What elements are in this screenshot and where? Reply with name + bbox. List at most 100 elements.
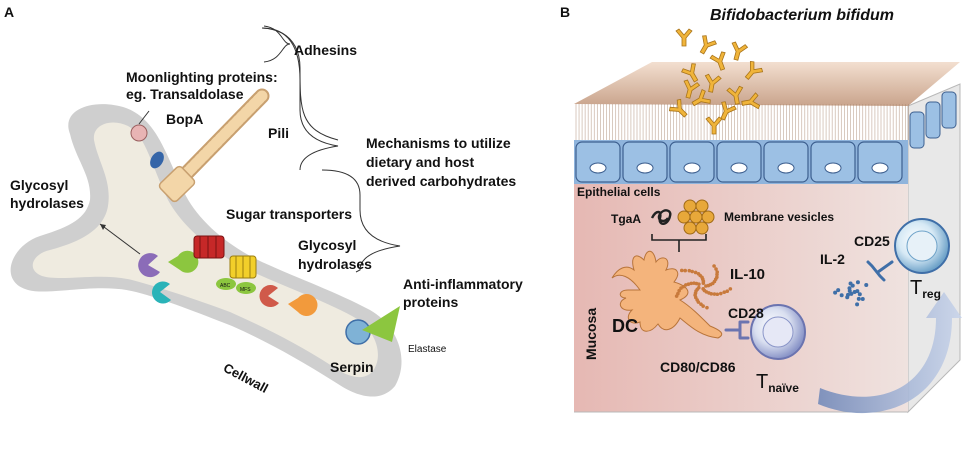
epithelial-cell	[909, 111, 925, 149]
epithelial-cell	[575, 141, 621, 183]
dendritic-cell	[611, 250, 723, 339]
bacterium-body	[681, 63, 699, 83]
panel-b-title: Bifidobacterium bifidum	[710, 7, 894, 24]
bacterium	[681, 63, 699, 83]
il10-molecule	[700, 275, 704, 280]
serpin-protein	[345, 319, 371, 345]
bacterium	[741, 92, 761, 110]
il10-label: IL-10	[730, 266, 765, 283]
bacterium-body	[726, 85, 744, 105]
membrane-vesicles-label: Membrane vesicles	[724, 210, 834, 224]
il10-molecule	[696, 271, 701, 276]
moonlighting-arrow	[138, 110, 150, 125]
il10-molecule	[710, 281, 715, 286]
il10-molecule	[693, 270, 698, 275]
cell-nucleus	[636, 162, 654, 174]
il10-molecule	[706, 283, 711, 288]
mechanisms-brace	[321, 169, 401, 273]
il10-molecule	[697, 282, 701, 286]
il10-molecule	[715, 275, 719, 280]
tgaa-label: TgaA	[611, 212, 641, 226]
sugar-transporters: ABC MFS	[193, 235, 257, 294]
mucus-top-face	[574, 62, 960, 106]
glycosyl-right-label-2: hydrolases	[298, 256, 372, 272]
epithelial-cell	[716, 141, 762, 183]
glycosyl-hydrolases-left	[138, 250, 199, 304]
bacterium	[704, 73, 722, 93]
bacterium-body	[668, 98, 688, 118]
il10-molecule	[709, 292, 714, 296]
panel-b: B Bifidobacterium bifidum	[560, 4, 962, 414]
il10-molecule	[718, 291, 723, 296]
adhesins-label: Adhesins	[294, 42, 357, 58]
il2-molecule	[857, 292, 862, 297]
il10-molecule	[689, 281, 694, 286]
il2-molecule	[855, 289, 860, 294]
microvilli	[575, 104, 909, 140]
bacterium-body	[731, 41, 749, 61]
bacterium	[705, 116, 723, 135]
bacterium	[709, 51, 726, 71]
elastase-label: Elastase	[408, 344, 447, 355]
cell-nucleus	[777, 162, 795, 174]
mucosa-label: Mucosa	[583, 308, 599, 360]
cell-nucleus	[683, 162, 701, 174]
il2-molecule	[855, 280, 860, 285]
il10-molecule	[702, 288, 707, 293]
il10-molecule	[693, 293, 697, 297]
il10-dots	[674, 264, 733, 310]
il2-dots	[833, 280, 869, 307]
cd28-cd80-receptor	[724, 320, 750, 340]
epithelial-cell	[622, 141, 668, 183]
bacterium	[675, 28, 693, 47]
bopa-label: BopA	[166, 111, 203, 127]
glycosyl-left-arrow	[99, 223, 141, 255]
il10-molecule	[674, 294, 679, 298]
bacterium-body	[675, 28, 693, 47]
il10-molecule	[714, 267, 718, 271]
glycosyl-left-label-2: hydrolases	[10, 195, 84, 211]
il10-molecule	[712, 292, 717, 296]
abc-label: ABC	[220, 283, 231, 289]
tgaa-shape	[650, 209, 672, 225]
epithelial-cell	[810, 141, 856, 183]
il10-molecule	[679, 268, 684, 273]
bacterium-body	[741, 92, 761, 110]
bacterium	[683, 79, 701, 99]
il10-molecule	[697, 285, 701, 290]
epithelial-cells	[575, 91, 957, 183]
tnaive-label: Tnaïve	[756, 371, 799, 395]
bacterium	[668, 98, 688, 118]
il10-molecule	[677, 288, 681, 293]
bacterium	[720, 101, 737, 121]
dc-label: DC	[612, 316, 638, 336]
il10-molecule	[683, 268, 688, 273]
glycosyl-right-label-1: Glycosyl	[298, 237, 356, 253]
bacterium	[744, 61, 764, 80]
treg-label: Treg	[910, 277, 941, 301]
bifidobacteria	[668, 28, 764, 135]
bacterium-body	[705, 116, 723, 135]
bacterium-body	[699, 35, 717, 55]
il2-molecule	[836, 288, 841, 293]
il10-molecule	[715, 292, 720, 297]
sugar-transporters-label: Sugar transporters	[226, 206, 352, 222]
il2-molecule	[839, 293, 844, 298]
adhesins-brace	[261, 27, 339, 171]
il10-molecule	[715, 270, 720, 274]
il10-molecule	[701, 304, 705, 308]
il10-molecule	[679, 286, 683, 290]
mfs-label: MFS	[240, 287, 251, 293]
il10-molecule	[728, 287, 733, 291]
tnaive-main: T	[756, 371, 768, 393]
il10-molecule	[690, 269, 695, 274]
cell-nucleus	[589, 162, 607, 174]
epithelial-cell	[941, 91, 957, 129]
cell-nucleus	[871, 162, 889, 174]
il2-molecule	[860, 296, 865, 301]
differentiation-arrow	[818, 292, 962, 414]
il10-molecule	[694, 289, 698, 293]
cd25-receptor	[866, 260, 894, 282]
panel-a: A	[4, 4, 523, 397]
